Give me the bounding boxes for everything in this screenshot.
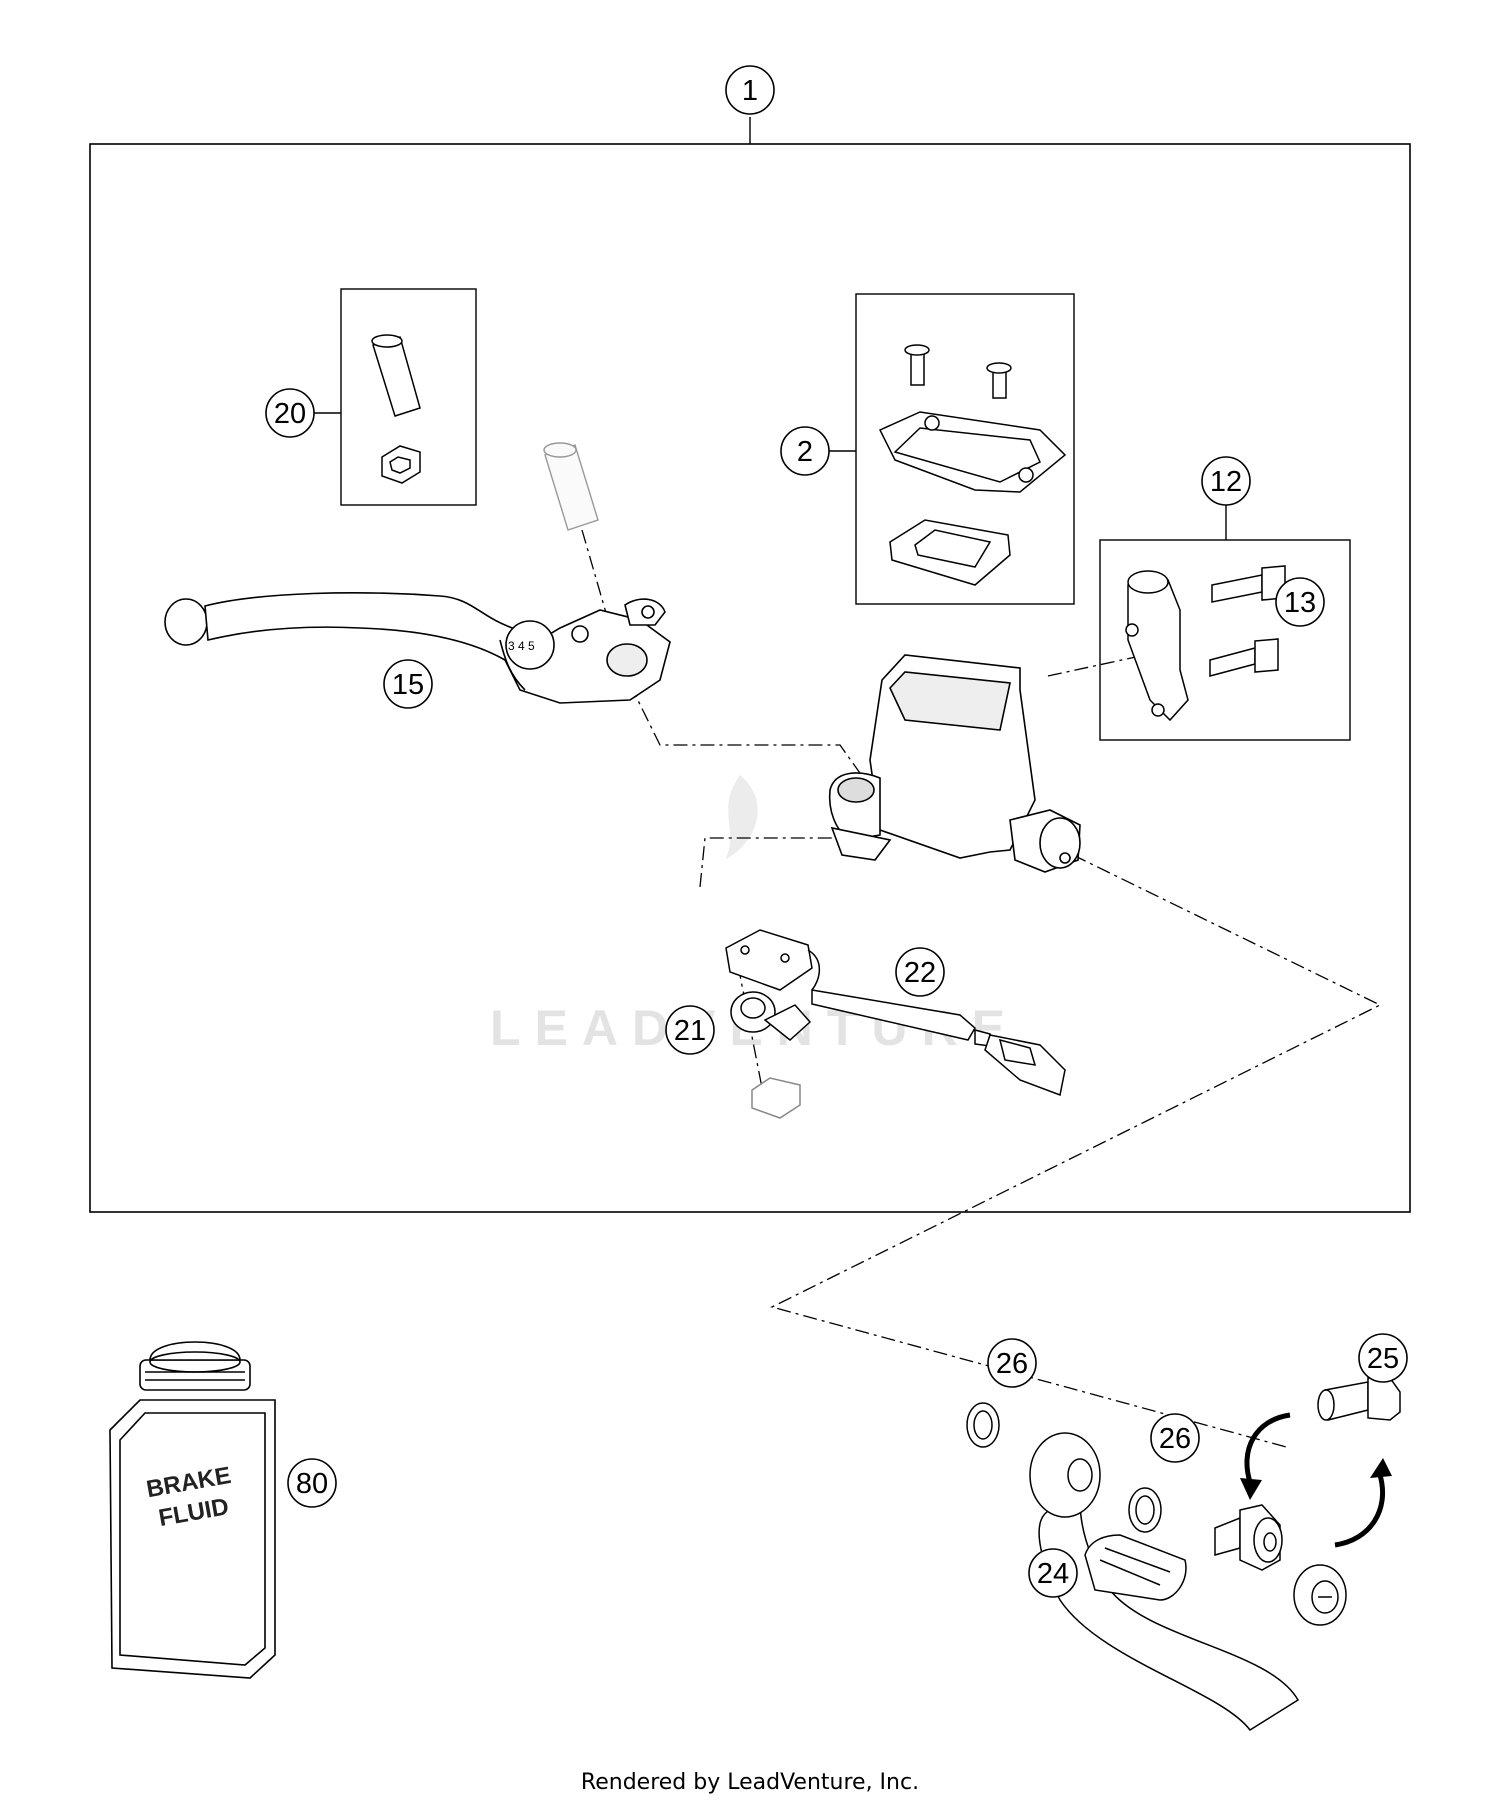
- callout-80-circle: [287, 1458, 337, 1508]
- callout-25-circle: [1358, 1333, 1408, 1383]
- callout-2: 2: [797, 436, 813, 468]
- callout-24-circle: [1028, 1548, 1078, 1598]
- rotation-arrows: [1244, 1412, 1386, 1548]
- callout-22-circle: [895, 947, 945, 997]
- part-22-cable: [811, 989, 1066, 1097]
- part-20-sleeve-nut: [371, 334, 421, 484]
- svg-text:3 4 5: 3 4 5: [508, 639, 535, 653]
- callout-1: 1: [742, 75, 758, 107]
- callout-1-circle: [725, 65, 775, 115]
- box-part-2: [855, 293, 1075, 605]
- part-26-washers: [966, 1402, 1162, 1533]
- box-part-20: [340, 288, 477, 506]
- callout-15-circle: [383, 659, 433, 709]
- callout-26a-circle: [987, 1338, 1037, 1388]
- footer-credit: Rendered by LeadVenture, Inc.: [580, 1770, 920, 1795]
- callout-numbers: 1 20 2 12 13 15 22 21 26 25 26 80 24: [274, 75, 1399, 1590]
- part-12-clamp: [1125, 565, 1286, 722]
- callout-21-circle: [665, 1005, 715, 1055]
- callout-26b: 26: [1159, 1423, 1191, 1455]
- part-banjo-bolt: [1214, 1504, 1347, 1626]
- callout-25: 25: [1367, 1343, 1399, 1375]
- callout-20-circle: [265, 388, 315, 438]
- callout-26a: 26: [996, 1348, 1028, 1380]
- box-part-12: [1099, 539, 1351, 741]
- callout-80: 80: [296, 1468, 328, 1500]
- callout-13: 13: [1284, 587, 1316, 619]
- callout-15: 15: [392, 669, 424, 701]
- part-15-lever: 3 4 5: [164, 592, 671, 704]
- callout-26b-circle: [1150, 1413, 1200, 1463]
- part-2-reservoir-cap: [878, 344, 1067, 586]
- callout-22: 22: [904, 957, 936, 989]
- callouts: [265, 65, 1408, 1598]
- master-cylinder: [828, 654, 1081, 873]
- part-80-brake-fluid-can: [109, 1341, 276, 1679]
- callout-20: 20: [274, 398, 306, 430]
- part-25-bleeder: [1317, 1377, 1401, 1421]
- callout-12: 12: [1210, 466, 1242, 498]
- callout-24: 24: [1037, 1558, 1069, 1590]
- callout-21: 21: [674, 1015, 706, 1047]
- part-21-switch: [725, 929, 821, 1119]
- callout-13-circle: [1275, 577, 1325, 627]
- callout-12-circle: [1201, 456, 1251, 506]
- rotation-arrowheads: [1240, 1458, 1392, 1500]
- callout-2-circle: [780, 426, 830, 476]
- part-sleeve-ghost: [543, 442, 599, 531]
